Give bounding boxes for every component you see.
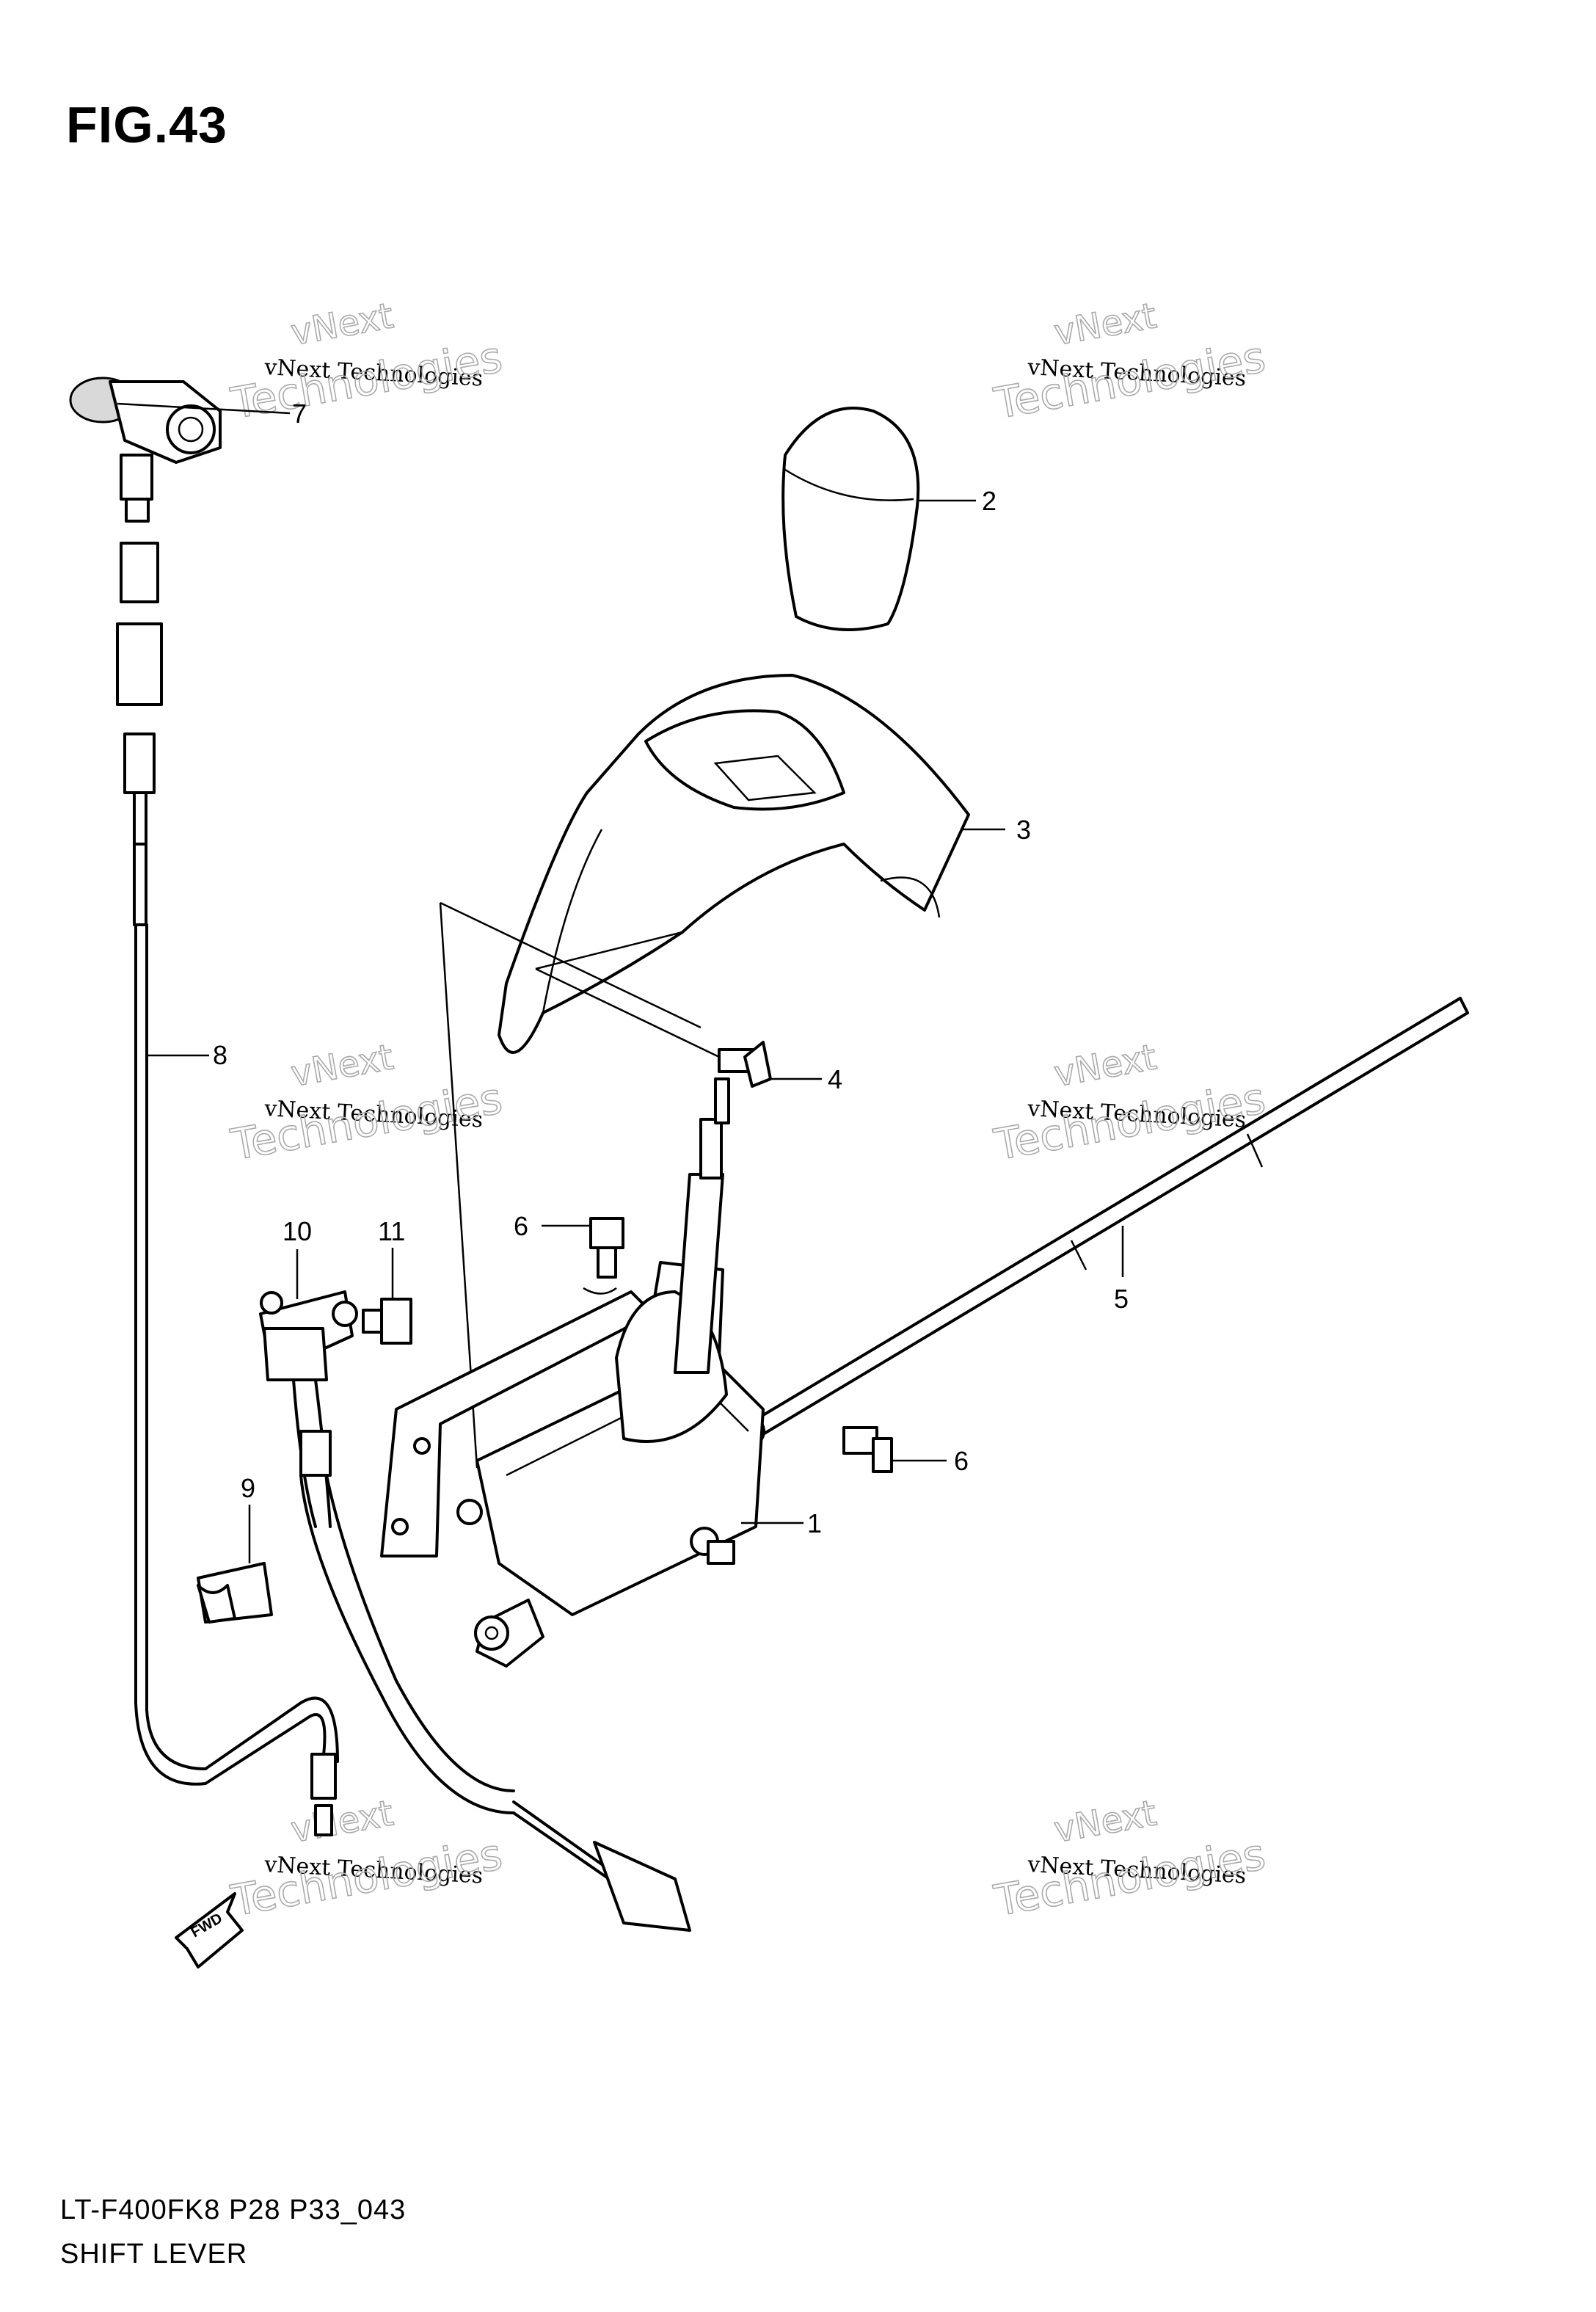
part-11-screw (362, 1298, 412, 1345)
part-9-clamp (197, 1562, 273, 1624)
svg-text:vNext: vNext (1051, 1792, 1159, 1851)
callout-11: 11 (378, 1216, 405, 1246)
svg-text:Technologies: Technologies (227, 1829, 506, 1926)
svg-text:vNext: vNext (288, 1792, 396, 1851)
callout-3: 3 (1016, 815, 1031, 845)
callout-2: 2 (982, 486, 996, 516)
part-6-bolt-lower (842, 1426, 893, 1473)
watermark-bottom-left: vNext vNext Technologies Technologies (227, 1792, 506, 1927)
svg-text:vNext: vNext (1051, 295, 1159, 354)
svg-text:Technologies: Technologies (227, 332, 506, 429)
callout-7: 7 (292, 399, 307, 429)
svg-text:Technologies: Technologies (991, 332, 1269, 429)
part-2-shift-knob (781, 407, 920, 631)
svg-text:Technologies: Technologies (991, 1829, 1269, 1926)
watermark-mid-left: vNext vNext Technologies Technologies (227, 1036, 506, 1171)
svg-text:vNext: vNext (288, 295, 396, 354)
fwd-arrow-icon: FWD (175, 1892, 244, 1969)
callout-9: 9 (241, 1473, 255, 1503)
callout-6-upper: 6 (514, 1211, 528, 1241)
part-10-switch (259, 1290, 691, 1932)
svg-text:Technologies: Technologies (227, 1073, 506, 1170)
part-4-bolt (718, 1041, 772, 1088)
watermark-top-right: vNext vNext Technologies Technologies (990, 295, 1269, 429)
part-1-shift-lever-assembly (380, 1077, 765, 1668)
figure-name: SHIFT LEVER (60, 2239, 248, 2269)
part-7-cable-end-clamp (69, 377, 222, 523)
svg-text:vNext: vNext (1051, 1036, 1159, 1095)
callout-1: 1 (807, 1508, 822, 1538)
svg-text:vNext: vNext (288, 1036, 396, 1095)
watermark-bottom-right: vNext vNext Technologies Technologies (990, 1792, 1269, 1927)
callout-4: 4 (828, 1064, 842, 1094)
part-6-bolt-upper (583, 1217, 624, 1295)
figure-title: FIG.43 (66, 96, 227, 153)
callout-leader-7 (117, 402, 291, 415)
callout-6-lower: 6 (954, 1446, 969, 1476)
callout-10: 10 (283, 1216, 312, 1246)
part-3-shift-cover (498, 674, 970, 1054)
part-8-cable (116, 542, 339, 1836)
callout-8: 8 (213, 1040, 227, 1070)
model-code: LT-F400FK8 P28 P33_043 (60, 2195, 407, 2225)
watermark-top-left: vNext vNext Technologies Technologies (227, 295, 506, 429)
callout-5: 5 (1114, 1284, 1129, 1314)
